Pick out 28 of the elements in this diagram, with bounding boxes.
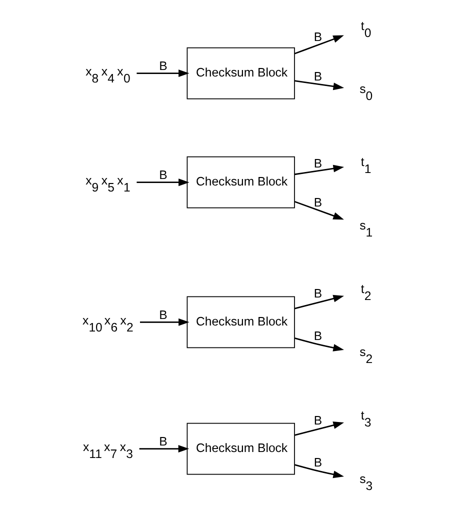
node-box: Checksum Block bbox=[186, 296, 295, 348]
node-box: Checksum Block bbox=[186, 156, 295, 208]
arrow bbox=[136, 70, 190, 78]
arrow bbox=[294, 35, 344, 54]
arrow bbox=[294, 338, 344, 352]
edge-label: B bbox=[314, 195, 322, 210]
edge-label: B bbox=[314, 328, 322, 343]
arrow bbox=[294, 80, 344, 90]
edge-label: B bbox=[314, 30, 322, 44]
edge-label: B bbox=[314, 69, 322, 84]
edge-label: B bbox=[159, 168, 168, 182]
arrow bbox=[294, 200, 344, 220]
edge-label: B bbox=[314, 456, 322, 470]
arrow bbox=[294, 422, 344, 436]
arrow bbox=[294, 294, 344, 310]
edge-label: B bbox=[159, 58, 168, 73]
arrow bbox=[294, 464, 344, 478]
arrow bbox=[294, 164, 344, 176]
edge-label: B bbox=[314, 413, 322, 428]
edge-label: B bbox=[159, 434, 168, 448]
edge-label: B bbox=[314, 286, 322, 301]
arrow bbox=[139, 445, 190, 453]
node-box: Checksum Block bbox=[186, 422, 295, 475]
node-box: Checksum Block bbox=[186, 47, 295, 100]
arrow bbox=[140, 318, 190, 326]
edge-label: B bbox=[159, 308, 168, 322]
edge-label: B bbox=[314, 156, 322, 171]
arrow bbox=[136, 178, 190, 186]
